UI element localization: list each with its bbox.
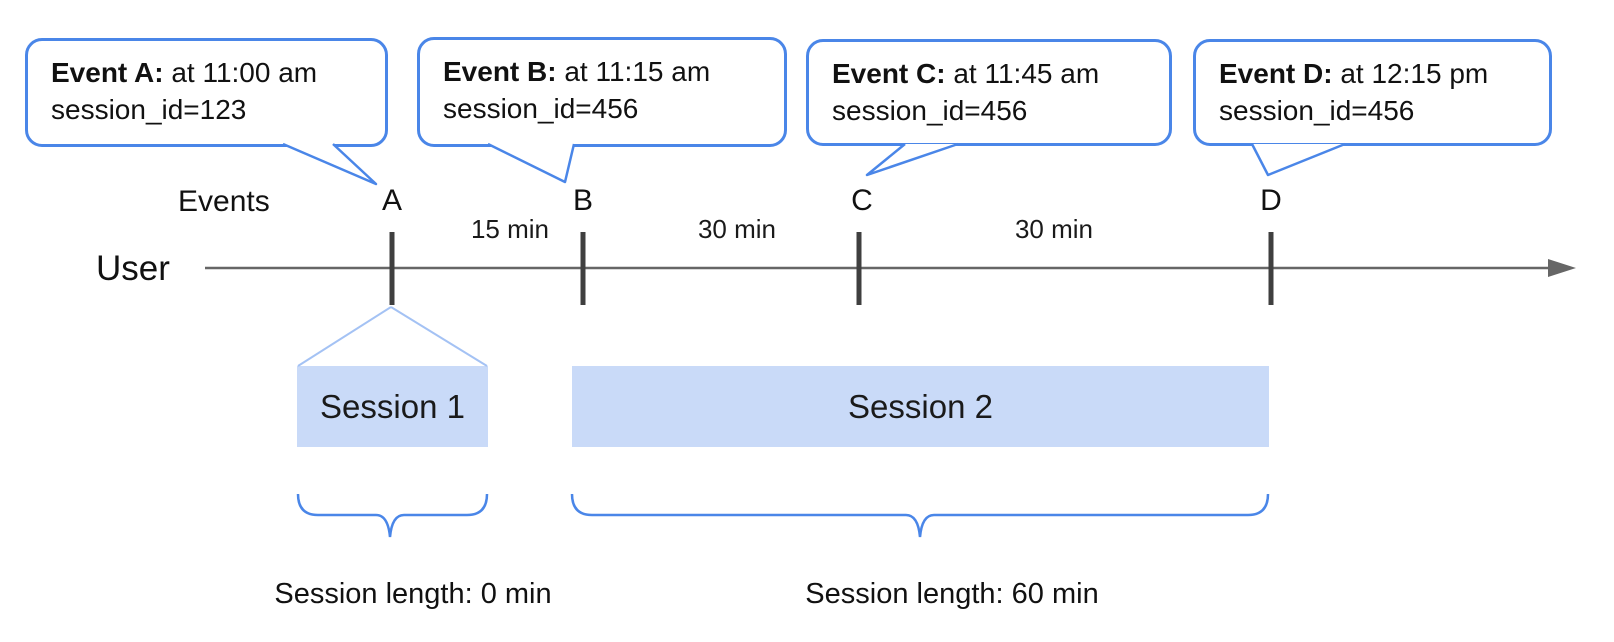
callout-event-b: Event B: at 11:15 am session_id=456 xyxy=(417,37,787,147)
funnel-line-left xyxy=(297,306,392,367)
callout-d-tail xyxy=(1250,142,1346,177)
event-d-title: Event D: xyxy=(1219,58,1333,89)
interval-label-a-b: 15 min xyxy=(470,214,550,244)
session-2-box: Session 2 xyxy=(572,366,1269,447)
session-2-label: Session 2 xyxy=(848,387,993,425)
event-d-time: at 12:15 pm xyxy=(1332,58,1489,89)
event-d-session-id: session_id=456 xyxy=(1219,95,1415,126)
timeline-arrowhead-icon xyxy=(1548,259,1576,277)
event-c-title: Event C: xyxy=(832,58,946,89)
callout-event-c: Event C: at 11:45 am session_id=456 xyxy=(806,39,1172,146)
session-2-length-label: Session length: 60 min xyxy=(805,578,1099,610)
callout-event-d: Event D: at 12:15 pm session_id=456 xyxy=(1193,39,1552,146)
event-marker-label-b: B xyxy=(572,184,594,217)
interval-label-c-d: 30 min xyxy=(1014,214,1094,244)
session-1-label: Session 1 xyxy=(320,387,465,425)
session-1-brace xyxy=(296,493,489,538)
callout-event-a: Event A: at 11:00 am session_id=123 xyxy=(25,38,388,147)
interval-label-b-c: 30 min xyxy=(697,214,777,244)
callout-c-tail xyxy=(865,142,959,177)
event-b-time: at 11:15 am xyxy=(556,56,711,87)
callout-event-b-line1: Event B: at 11:15 am xyxy=(443,53,774,90)
session-1-box: Session 1 xyxy=(297,366,488,447)
event-marker-label-d: D xyxy=(1260,184,1282,217)
events-row-label: Events xyxy=(178,185,270,218)
callout-a-tail xyxy=(282,142,378,186)
callout-event-d-line1: Event D: at 12:15 pm xyxy=(1219,55,1539,92)
user-axis-label: User xyxy=(96,249,170,288)
session-2-brace xyxy=(570,493,1270,538)
event-marker-label-c: C xyxy=(851,184,873,217)
event-marker-label-a: A xyxy=(381,184,403,217)
event-a-session-id: session_id=123 xyxy=(51,94,247,125)
session-1-length-label: Session length: 0 min xyxy=(274,578,552,610)
callout-event-c-line1: Event C: at 11:45 am xyxy=(832,55,1159,92)
callout-event-a-line1: Event A: at 11:00 am xyxy=(51,54,375,91)
funnel-line-right xyxy=(390,306,488,367)
event-c-session-id: session_id=456 xyxy=(832,95,1028,126)
event-b-title: Event B: xyxy=(443,56,557,87)
event-b-session-id: session_id=456 xyxy=(443,93,639,124)
event-a-time: at 11:00 am xyxy=(163,57,318,88)
event-a-title: Event A: xyxy=(51,57,164,88)
event-c-time: at 11:45 am xyxy=(945,58,1100,89)
callout-b-tail xyxy=(487,142,576,184)
